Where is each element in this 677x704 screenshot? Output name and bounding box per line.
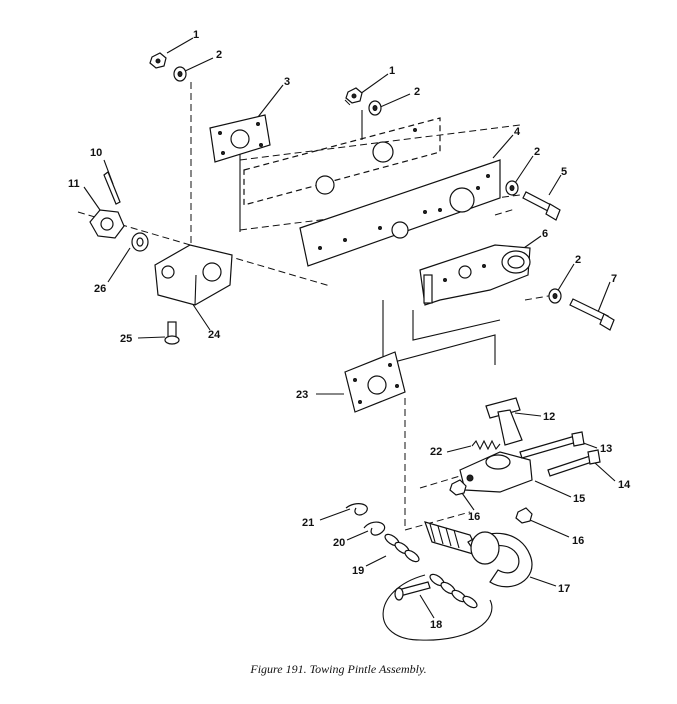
callout-24: 24 — [208, 329, 221, 341]
callout-5: 5 — [561, 166, 567, 178]
figure-caption: Figure 191. Towing Pintle Assembly. — [250, 662, 427, 676]
callout-20: 20 — [333, 537, 345, 549]
callout-16: 16 — [572, 535, 584, 547]
callout-11: 11 — [68, 178, 80, 190]
callout-26: 26 — [94, 283, 106, 295]
leader-lines — [83, 37, 616, 619]
part-23-plate — [344, 351, 406, 413]
part-15-pintle-body — [459, 451, 533, 493]
callout-2: 2 — [414, 86, 420, 98]
callout-15: 15 — [573, 493, 585, 505]
callout-18: 18 — [430, 619, 442, 631]
callout-25: 25 — [120, 333, 132, 345]
hardware-nuts-washers — [149, 52, 562, 304]
callout-2: 2 — [575, 254, 581, 266]
callout-2: 2 — [534, 146, 540, 158]
chain-assembly — [345, 503, 478, 609]
callout-22: 22 — [430, 446, 442, 458]
nuts-16 — [449, 479, 533, 524]
callout-7: 7 — [611, 273, 617, 285]
callout-labels: 1 2 3 1 2 4 2 5 6 2 7 10 11 26 24 25 23 … — [68, 29, 631, 631]
part-25-screw — [164, 321, 180, 345]
callout-10: 10 — [90, 147, 102, 159]
callout-1: 1 — [389, 65, 395, 77]
chain-links — [384, 533, 478, 609]
callout-13: 13 — [600, 443, 612, 455]
part-3-plate — [209, 114, 271, 163]
callout-4: 4 — [514, 126, 521, 138]
callout-16: 16 — [468, 511, 480, 523]
callout-21: 21 — [302, 517, 314, 529]
part-4-frame-plates — [243, 117, 501, 267]
bolts-5-7 — [522, 191, 615, 331]
part-6-bracket — [419, 244, 531, 306]
callout-12: 12 — [543, 411, 555, 423]
callout-17: 17 — [558, 583, 570, 595]
callout-14: 14 — [618, 479, 631, 491]
bolts-13-14 — [519, 431, 601, 477]
callout-1: 1 — [193, 29, 199, 41]
callout-2: 2 — [216, 49, 222, 61]
callout-3: 3 — [284, 76, 290, 88]
part-17-hook — [424, 521, 533, 588]
latch-and-spring — [471, 397, 523, 451]
callout-6: 6 — [542, 228, 548, 240]
callout-23: 23 — [296, 389, 308, 401]
part-24-block — [154, 244, 233, 306]
castle-nut-and-pin — [89, 171, 149, 252]
callout-19: 19 — [352, 565, 364, 577]
